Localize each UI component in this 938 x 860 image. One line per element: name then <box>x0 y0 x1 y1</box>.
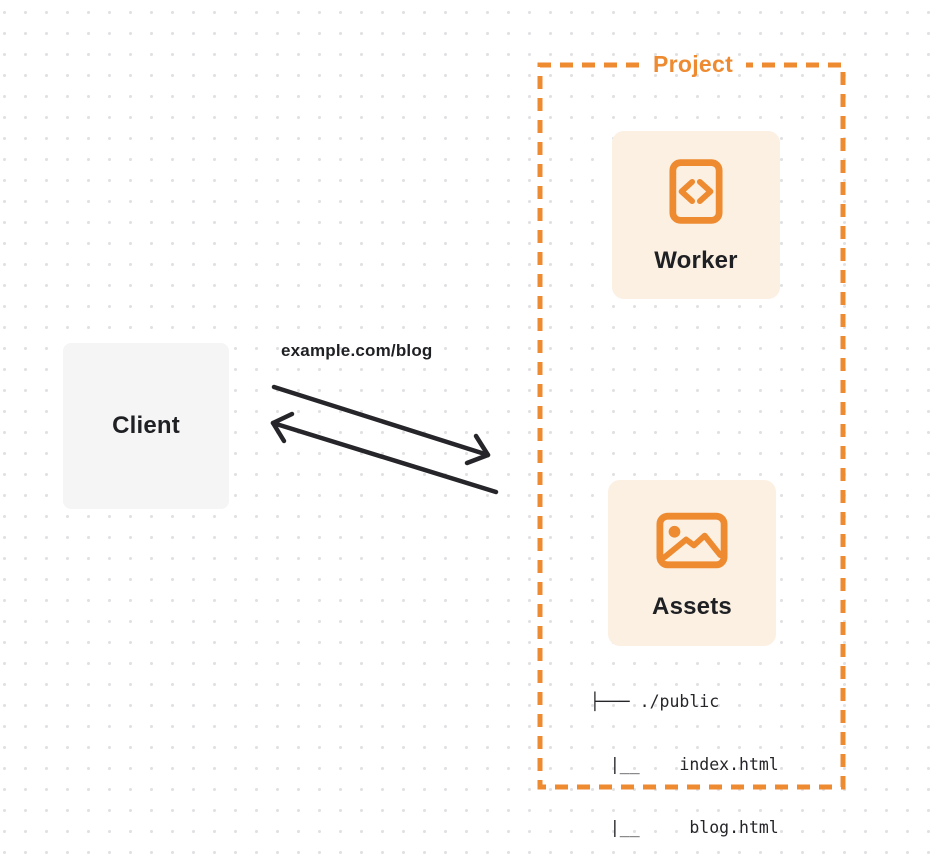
image-icon <box>656 512 728 569</box>
client-node: Client <box>63 343 229 509</box>
file-tree-item: |__ index.html <box>590 755 779 774</box>
assets-node: Assets <box>608 480 776 646</box>
file-tree-item: |__ blog.html <box>590 818 779 837</box>
assets-label: Assets <box>652 593 732 620</box>
project-label: Project <box>652 51 734 77</box>
worker-node: Worker <box>612 131 780 299</box>
response-arrow <box>270 411 499 495</box>
project-dashed-border <box>537 62 846 790</box>
file-tree: ├─── ./public |__ index.html |__ blog.ht… <box>590 649 779 860</box>
request-url-label: example.com/blog <box>281 341 433 360</box>
file-tree-root: ├─── ./public <box>590 692 720 711</box>
code-file-icon <box>669 159 723 224</box>
request-arrow <box>271 384 491 466</box>
worker-label: Worker <box>654 247 738 274</box>
client-label: Client <box>112 412 180 439</box>
